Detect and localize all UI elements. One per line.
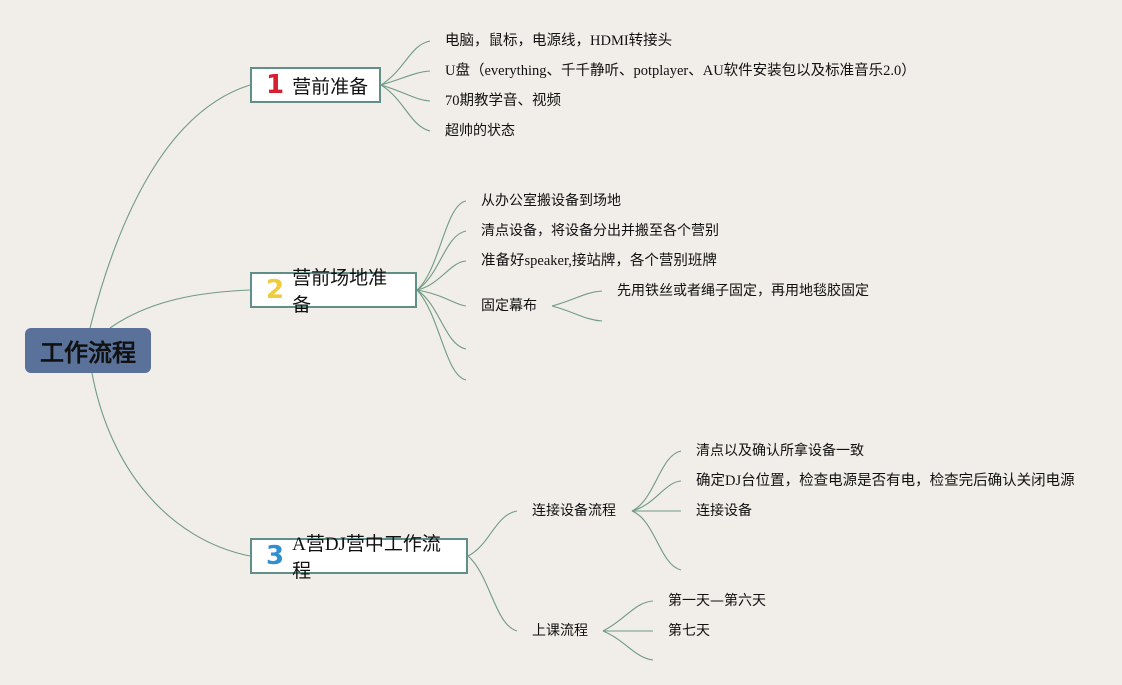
connector-g1-leaf1 <box>631 450 682 512</box>
connector-g1-empty <box>631 510 682 571</box>
connector-g2-leaf1 <box>602 600 654 632</box>
connector-root-topic1 <box>89 84 251 329</box>
number-1-icon: 1 <box>266 70 285 100</box>
connector-t3-group1 <box>467 510 518 557</box>
leaf-item-fix-screen[interactable]: 固定幕布 <box>481 298 537 314</box>
number-3-icon: 3 <box>266 541 285 571</box>
topic-title: 营前场地准备 <box>292 267 388 316</box>
connector-t2-leaf4 <box>416 289 467 307</box>
leaf-item[interactable]: 超帅的状态 <box>445 123 515 139</box>
topic-venue-prep[interactable]: 2 营前场地准备 <box>250 267 417 316</box>
connector-g2-empty <box>602 630 654 661</box>
connector-t1-leaf3 <box>380 84 431 102</box>
group-connect-devices[interactable]: 连接设备流程 <box>532 503 616 519</box>
leaf-item[interactable]: 清点设备，将设备分出并搬至各个营别 <box>481 223 719 239</box>
topic-title: 营前准备 <box>292 75 369 98</box>
connector-t2-leaf1 <box>416 200 467 291</box>
connector-g1-leaf2 <box>631 480 682 512</box>
leaf-item[interactable]: 清点以及确认所拿设备一致 <box>696 443 864 459</box>
root-node[interactable]: 工作流程 <box>25 328 151 373</box>
root-title: 工作流程 <box>40 339 136 367</box>
connector-root-topic2 <box>109 289 251 329</box>
topic-pre-camp-prep[interactable]: 1 营前准备 <box>250 67 381 103</box>
connector-t2-leaf2 <box>416 230 467 291</box>
leaf-item[interactable]: 从办公室搬设备到场地 <box>481 193 621 209</box>
leaf-item[interactable]: 先用铁丝或者绳子固定，再用地毯胶固定 <box>617 283 869 299</box>
connector-fix-sub2 <box>551 305 603 322</box>
connector-fix-sub1 <box>551 290 603 307</box>
leaf-item[interactable]: 70期教学音、视频 <box>445 93 561 109</box>
leaf-item[interactable]: 连接设备 <box>696 503 752 519</box>
leaf-item[interactable]: 准备好speaker,接站牌，各个营别班牌 <box>481 253 717 269</box>
connector-t3-group2 <box>467 555 518 632</box>
leaf-item[interactable]: 电脑，鼠标，电源线，HDMI转接头 <box>445 33 673 49</box>
connector-t1-leaf1 <box>380 40 431 86</box>
connector-t1-leaf4 <box>380 84 431 132</box>
connector-t2-empty1 <box>416 289 467 350</box>
leaf-item[interactable]: U盘（everything、千千静听、potplayer、AU软件安装包以及标准… <box>445 63 916 79</box>
connector-t2-empty2 <box>416 289 467 381</box>
number-2-icon: 2 <box>266 275 285 305</box>
connector-t1-leaf2 <box>380 70 431 86</box>
leaf-item[interactable]: 第一天—第六天 <box>668 593 766 609</box>
leaf-item[interactable]: 确定DJ台位置，检查电源是否有电，检查完后确认关闭电源 <box>696 473 1075 489</box>
group-class-flow[interactable]: 上课流程 <box>532 623 588 639</box>
connector-root-topic3 <box>91 372 251 557</box>
topic-dj-workflow[interactable]: 3 A营DJ营中工作流程 <box>250 534 468 582</box>
connector-t2-leaf3 <box>416 260 467 291</box>
topic-title: A营DJ营中工作流程 <box>292 534 441 582</box>
leaf-item[interactable]: 第七天 <box>668 623 710 639</box>
